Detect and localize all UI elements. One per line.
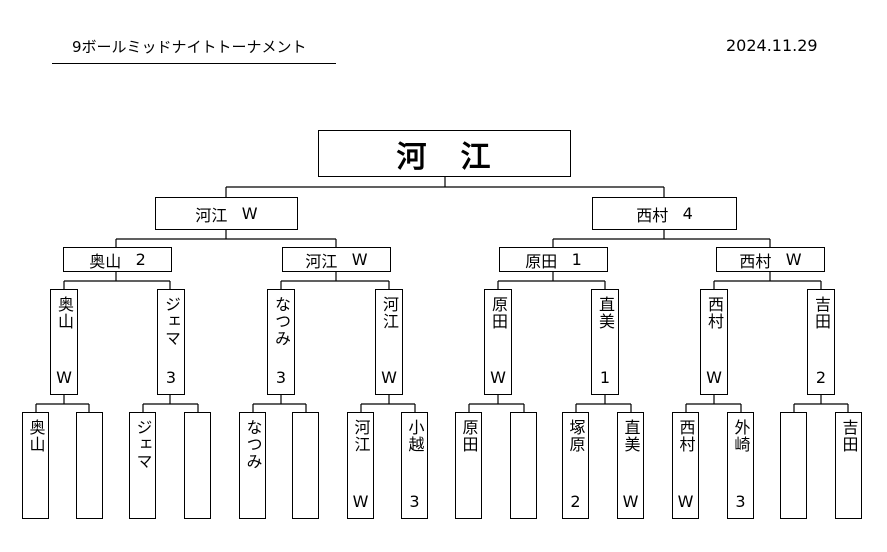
- player-score: 3: [735, 492, 746, 511]
- round1-box-15: [780, 412, 807, 519]
- player-score: W: [56, 368, 72, 387]
- player-name: 原田: [525, 251, 558, 271]
- player-score: 3: [409, 492, 420, 511]
- round1-box-10: [510, 412, 537, 519]
- round2-box-4: 河江 W: [375, 289, 403, 395]
- round1-box-14: 外崎 3: [727, 412, 754, 519]
- round2-box-3: なつみ 3: [267, 289, 295, 395]
- player-name: 原田: [489, 296, 508, 330]
- player-score: 2: [815, 368, 827, 387]
- round2-box-2: ジェマ 3: [157, 289, 185, 395]
- player-name: 小越: [405, 419, 425, 453]
- player-name: なつみ: [272, 296, 291, 347]
- round1-box-13: 西村 W: [672, 412, 699, 519]
- player-name: 西村: [739, 251, 772, 271]
- player-name: 直美: [621, 419, 641, 453]
- quarterfinal-box-4: 西村 W: [716, 247, 825, 272]
- quarterfinal-box-2: 河江 W: [282, 247, 391, 272]
- player-name: 西村: [636, 205, 669, 225]
- player-name: 西村: [676, 419, 696, 453]
- player-name: ジェマ: [162, 296, 181, 347]
- player-name: 奥山: [89, 251, 122, 271]
- player-name: 河江: [305, 251, 338, 271]
- player-score: W: [490, 368, 506, 387]
- round2-box-8: 吉田 2: [807, 289, 835, 395]
- round1-box-3: ジェマ: [129, 412, 156, 519]
- round2-box-6: 直美 1: [591, 289, 619, 395]
- round2-box-5: 原田 W: [484, 289, 512, 395]
- tournament-date: 2024.11.29: [726, 36, 818, 55]
- player-score: 2: [135, 250, 146, 269]
- title-underline: [52, 63, 336, 64]
- player-name: 河江: [351, 419, 371, 453]
- player-score: W: [706, 368, 722, 387]
- round1-box-7: 河江 W: [347, 412, 374, 519]
- player-score: 4: [682, 204, 693, 223]
- player-name: 奥山: [26, 419, 46, 453]
- round1-box-12: 直美 W: [617, 412, 644, 519]
- player-score: W: [677, 492, 694, 511]
- round2-box-7: 西村 W: [700, 289, 728, 395]
- player-score: W: [622, 492, 639, 511]
- player-score: W: [381, 368, 397, 387]
- champion-name: 河 江: [396, 139, 493, 175]
- player-score: W: [241, 204, 258, 223]
- player-score: 1: [599, 368, 611, 387]
- player-name: 吉田: [812, 296, 831, 330]
- player-name: なつみ: [243, 419, 263, 470]
- player-score: W: [352, 492, 369, 511]
- semifinal-box-2: 西村 4: [592, 197, 737, 230]
- player-name: 直美: [596, 296, 615, 330]
- player-name: ジェマ: [133, 419, 153, 470]
- player-score: 1: [571, 250, 582, 269]
- player-name: 塚原: [566, 419, 586, 453]
- round1-box-9: 原田: [455, 412, 482, 519]
- player-name: 外崎: [731, 419, 751, 453]
- player-name: 河江: [195, 205, 228, 225]
- player-name: 西村: [705, 296, 724, 330]
- player-score: 3: [165, 368, 177, 387]
- player-name: 河江: [380, 296, 399, 330]
- champion-box: 河 江: [318, 130, 571, 177]
- round1-box-11: 塚原 2: [562, 412, 589, 519]
- round1-box-2: [76, 412, 103, 519]
- round1-box-4: [184, 412, 211, 519]
- semifinal-box-1: 河江 W: [155, 197, 298, 230]
- player-score: 2: [570, 492, 581, 511]
- round2-box-1: 奥山 W: [50, 289, 78, 395]
- quarterfinal-box-3: 原田 1: [499, 247, 608, 272]
- player-score: W: [785, 250, 802, 269]
- round1-box-5: なつみ: [239, 412, 266, 519]
- round1-box-6: [292, 412, 319, 519]
- tournament-title: 9ボールミッドナイトトーナメント: [72, 38, 307, 56]
- quarterfinal-box-1: 奥山 2: [63, 247, 172, 272]
- player-name: 奥山: [55, 296, 74, 330]
- round1-box-1: 奥山: [22, 412, 49, 519]
- player-name: 吉田: [839, 419, 859, 453]
- round1-box-16: 吉田: [835, 412, 862, 519]
- round1-box-8: 小越 3: [401, 412, 428, 519]
- player-score: 3: [275, 368, 287, 387]
- player-score: W: [351, 250, 368, 269]
- player-name: 原田: [459, 419, 479, 453]
